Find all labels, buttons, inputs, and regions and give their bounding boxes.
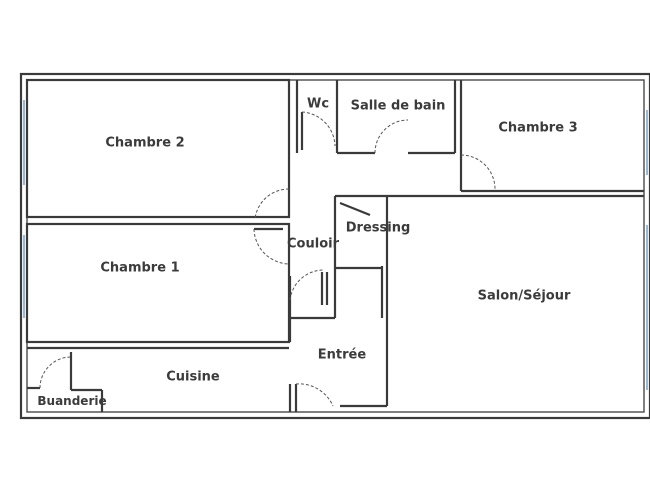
room-label-wc: Wc (306, 96, 330, 112)
room-outline-salle-de-bain (335, 80, 457, 155)
room-label-buanderie: Buanderie (37, 394, 107, 408)
room-outline-couloir (254, 227, 337, 342)
room-outline-chambre1 (25, 222, 291, 344)
room-outline-dressing (333, 196, 382, 270)
room-label-chambre3: Chambre 3 (498, 120, 578, 136)
room-label-entree: Entrée (317, 347, 367, 363)
door-swings (39, 111, 496, 407)
room-outline-wc (295, 80, 304, 153)
room-outline-chambre3 (459, 80, 644, 193)
room-label-couloir: Couloir (287, 236, 339, 252)
room-label-salon: Salon/Séjour (477, 288, 571, 304)
room-outline-chambre2 (25, 78, 291, 219)
room-label-chambre2: Chambre 2 (105, 135, 185, 151)
room-label-salle-de-bain: Salle de bain (350, 98, 446, 114)
room-label-cuisine: Cuisine (166, 369, 220, 385)
room-outline-salon (335, 194, 644, 406)
room-outline-buanderie (27, 352, 104, 412)
room-outline-cuisine (27, 346, 387, 412)
windows (23, 100, 648, 390)
room-label-dressing: Dressing (345, 220, 411, 236)
room-label-chambre1: Chambre 1 (100, 260, 180, 276)
